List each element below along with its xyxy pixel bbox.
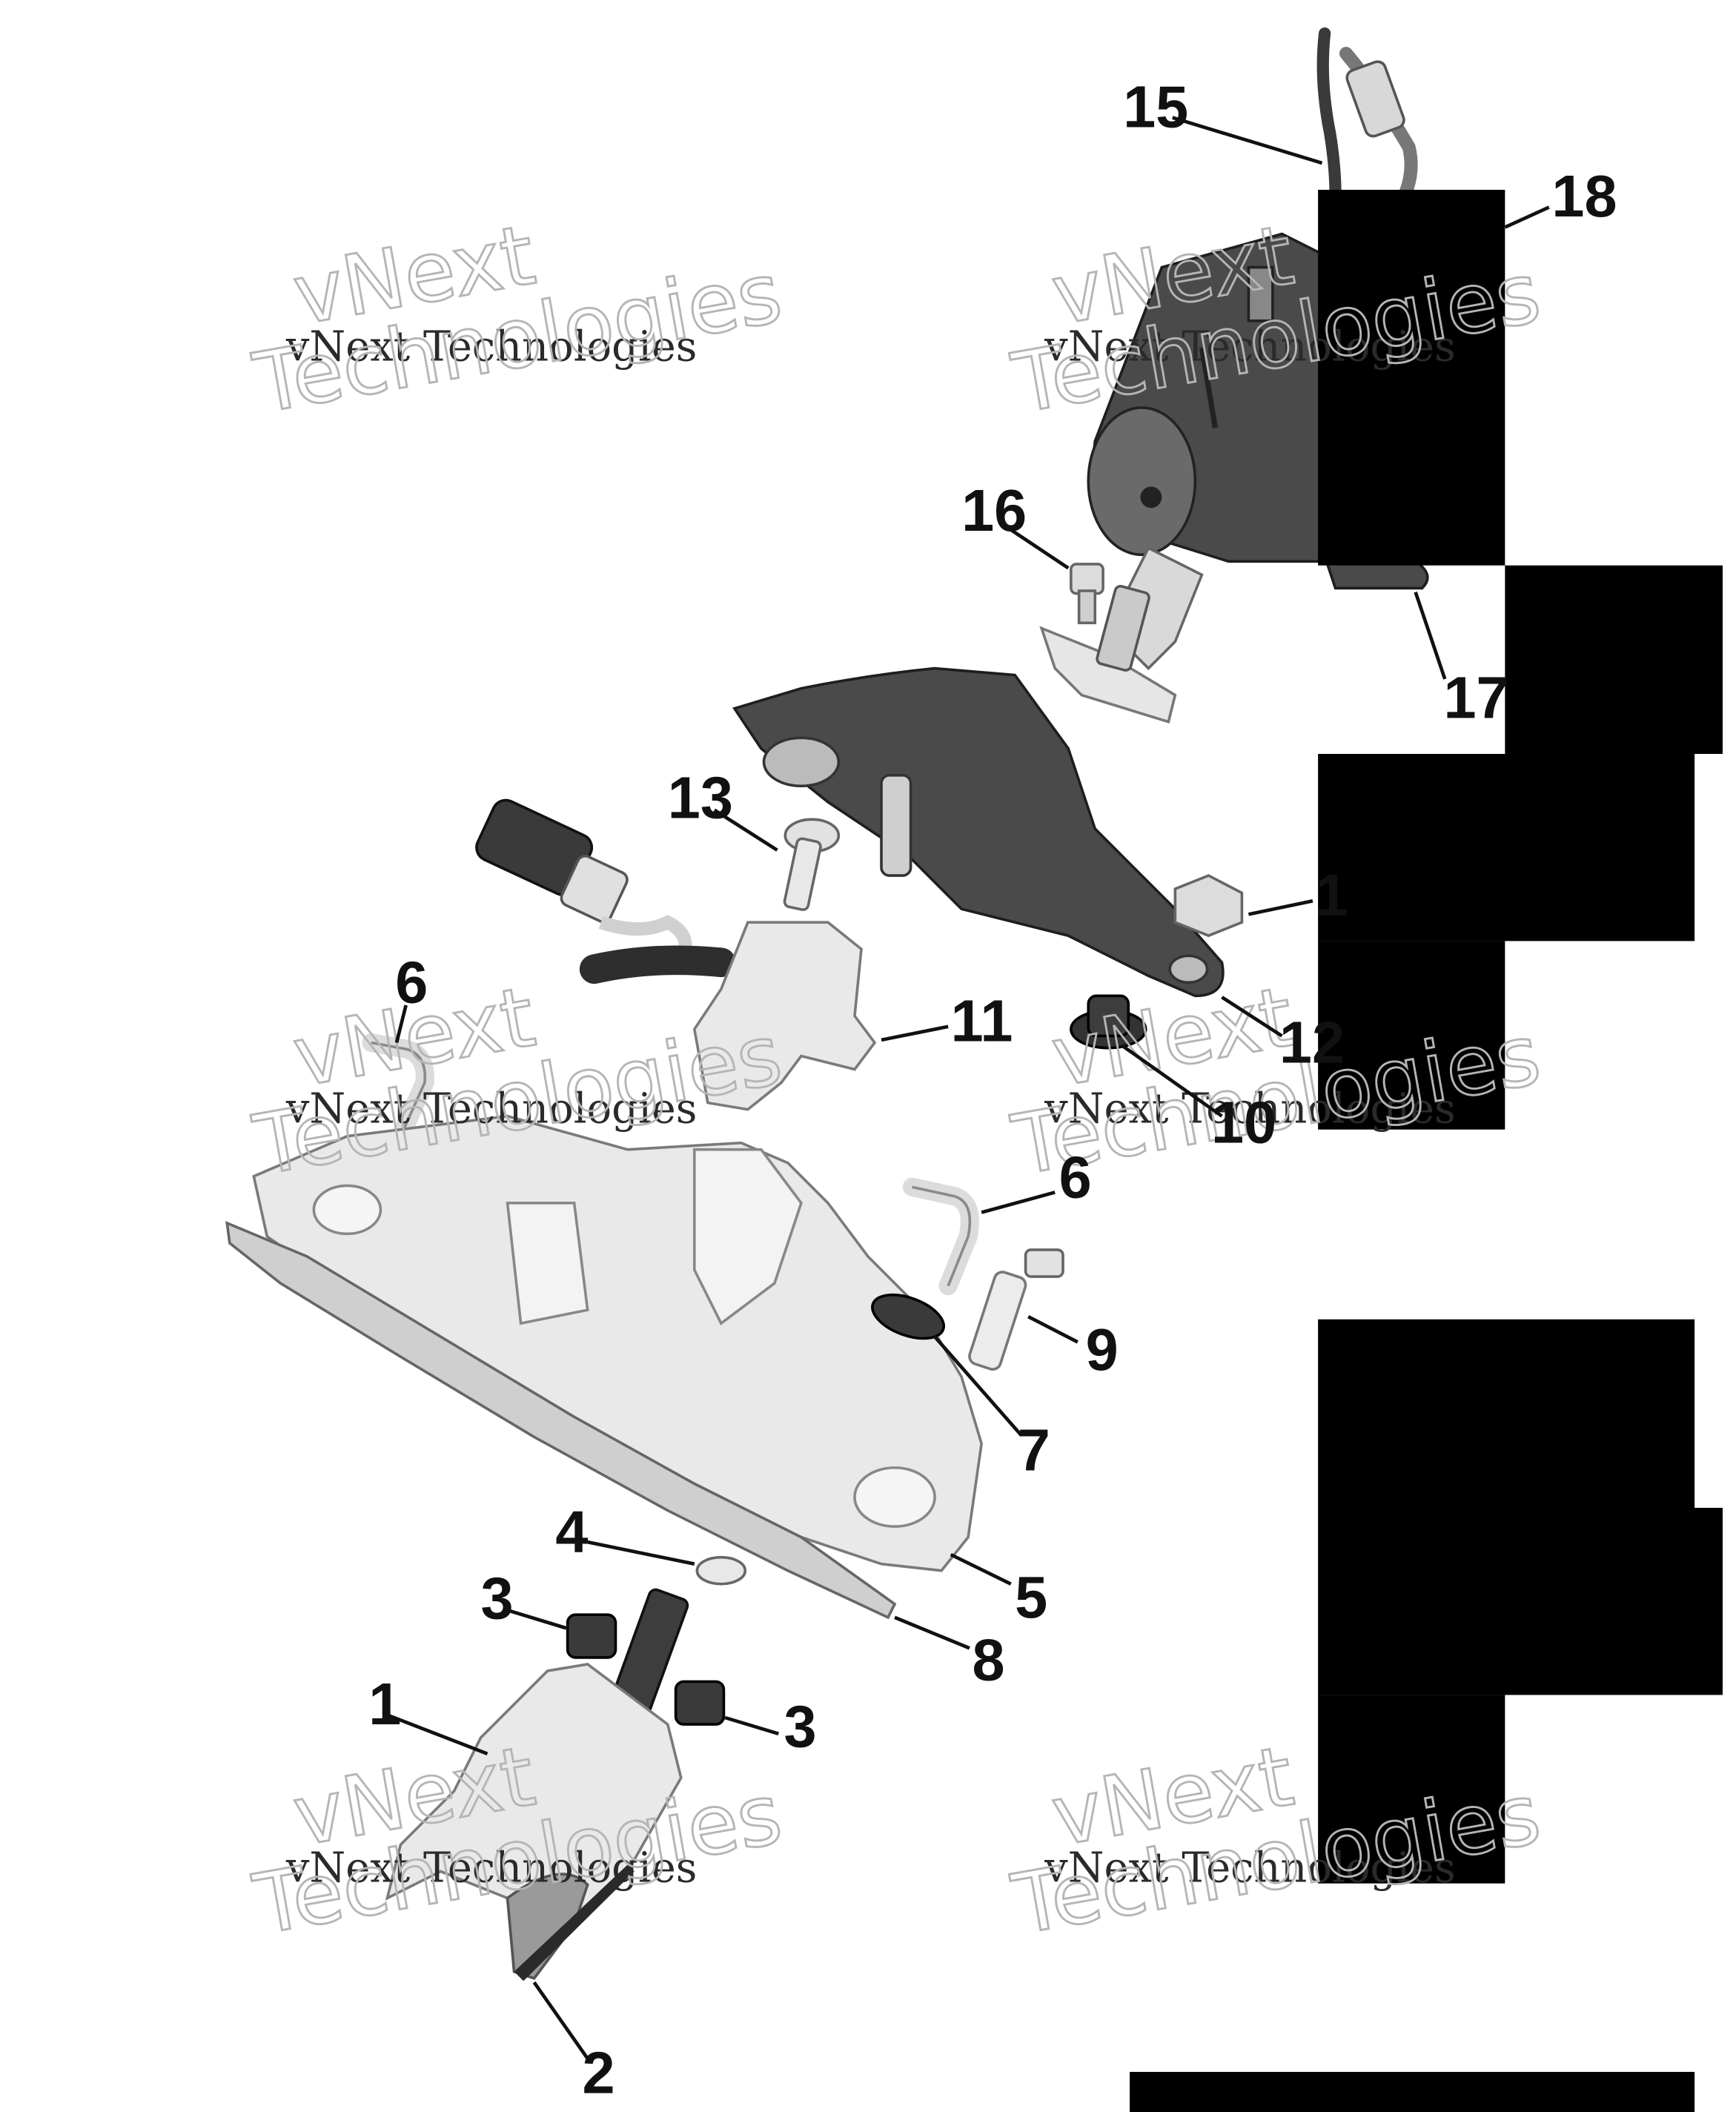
support-bracket-part: [732, 666, 1225, 998]
svg-text:3: 3: [481, 1566, 514, 1632]
sensor-bracket-part: [692, 921, 877, 1111]
bolt-9-part: [968, 1248, 1064, 1371]
callout-6b: 6: [981, 1145, 1092, 1214]
svg-text:vNext Technologies: vNext Technologies: [1044, 323, 1456, 371]
svg-text:13: 13: [668, 765, 733, 831]
exhaust-manifold-part: [252, 1114, 983, 1572]
svg-text:3: 3: [784, 1694, 817, 1760]
watermark-top-left: vNext vNext Technologies Technologies: [246, 206, 789, 434]
callout-18: 18: [1504, 163, 1617, 229]
nut-14-part: [1173, 874, 1244, 938]
callout-3a: 3: [481, 1566, 567, 1632]
svg-text:vNext Technologies: vNext Technologies: [285, 323, 698, 371]
callout-2: 2: [532, 1981, 615, 2106]
grommet-part: [871, 1293, 946, 1340]
callout-15: 15: [1123, 73, 1323, 165]
svg-text:6: 6: [1059, 1145, 1092, 1211]
callout-6a: 6: [394, 949, 428, 1044]
oxygen-sensor-cable-part: [1316, 27, 1418, 208]
bolt-13-part: [783, 818, 841, 911]
svg-text:11: 11: [951, 988, 1013, 1054]
svg-text:9: 9: [1086, 1317, 1119, 1383]
callout-7: 7: [933, 1335, 1050, 1483]
svg-text:vNext Technologies: vNext Technologies: [1044, 1844, 1456, 1893]
heat-shield-part: [385, 1663, 683, 1982]
svg-text:7: 7: [1018, 1417, 1050, 1483]
sensor-connector-part: [475, 798, 736, 984]
svg-text:12: 12: [1279, 1009, 1345, 1075]
svg-text:18: 18: [1551, 163, 1617, 229]
callout-5: 5: [950, 1552, 1047, 1630]
nut-3b-part: [674, 1680, 726, 1726]
actuator-part: [1087, 232, 1324, 563]
tube-6a-part: [362, 1033, 434, 1146]
callout-4: 4: [555, 1498, 695, 1566]
svg-text:8: 8: [973, 1627, 1005, 1693]
bushing-part: [1070, 994, 1147, 1050]
svg-text:2: 2: [582, 2040, 614, 2106]
svg-text:vNext Technologies: vNext Technologies: [285, 1844, 698, 1893]
callout-8: 8: [894, 1615, 1005, 1693]
svg-text:6: 6: [395, 949, 428, 1015]
svg-text:4: 4: [555, 1498, 588, 1564]
callout-17: 17: [1414, 592, 1509, 730]
screw-16-part: [1070, 563, 1104, 625]
svg-text:15: 15: [1123, 73, 1188, 139]
callout-11: 11: [881, 988, 1013, 1054]
callout-3b: 3: [724, 1694, 817, 1760]
svg-text:10: 10: [1211, 1090, 1276, 1156]
svg-text:vNext Technologies: vNext Technologies: [285, 1085, 698, 1133]
nut-3a-part: [566, 1613, 617, 1659]
svg-text:1: 1: [368, 1671, 401, 1737]
callout-12: 12: [1221, 996, 1345, 1076]
washer-part: [695, 1555, 747, 1586]
svg-text:vNext Technologies: vNext Technologies: [1044, 1085, 1456, 1133]
callout-14: 1: [1248, 862, 1348, 928]
callout-16: 16: [961, 477, 1070, 570]
svg-text:5: 5: [1015, 1564, 1047, 1630]
callout-10: 10: [1120, 1044, 1276, 1156]
callout-1: 1: [368, 1671, 488, 1755]
svg-text:17: 17: [1443, 664, 1508, 730]
callout-13: 13: [668, 765, 778, 852]
svg-text:1: 1: [1316, 862, 1348, 928]
svg-text:16: 16: [961, 477, 1027, 543]
tube-6b-part: [902, 1177, 979, 1296]
callout-9: 9: [1027, 1315, 1119, 1383]
redaction-blocks: [1130, 190, 1723, 2112]
gasket-part: [225, 1221, 897, 1620]
linkage-bracket-part: [1039, 546, 1204, 724]
